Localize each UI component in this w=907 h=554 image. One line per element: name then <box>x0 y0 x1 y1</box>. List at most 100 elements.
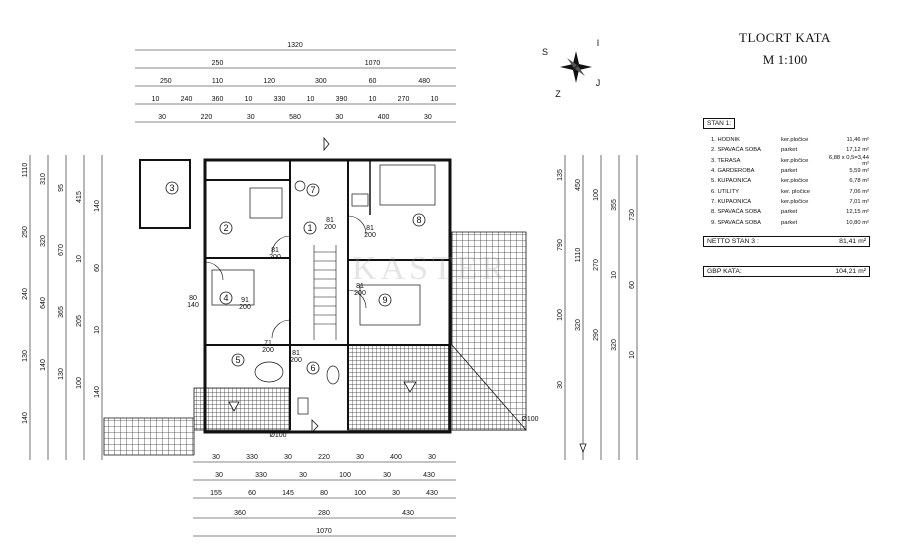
bottom-dimension-value: 430 <box>423 472 435 479</box>
left-dimension-value: 60 <box>94 264 101 272</box>
door-width: 81 <box>356 283 364 290</box>
bottom-dimension-value: 80 <box>320 490 328 497</box>
room-number: 9 <box>382 295 387 305</box>
top-dimension-value: 30 <box>424 114 432 121</box>
top-dimension-value: 360 <box>212 96 224 103</box>
left-dimension-value: 100 <box>76 377 83 389</box>
top-dimension-value: 110 <box>212 78 223 85</box>
right-dimension-value: 290 <box>593 329 600 341</box>
bottom-dimension-value: 430 <box>402 510 414 517</box>
room-number: 1 <box>307 223 312 233</box>
bottom-dimension-value: 30 <box>299 472 307 479</box>
right-dimension-value: 450 <box>575 179 582 191</box>
bottom-dimension-value: 30 <box>356 454 364 461</box>
left-dimension-value: 320 <box>40 235 47 247</box>
top-dimension-value: 30 <box>335 114 343 121</box>
room-area: 11,46 m² <box>846 137 869 144</box>
drain-markers <box>228 136 587 454</box>
room-number: 6 <box>310 363 315 373</box>
left-dimension-value: 415 <box>76 191 83 203</box>
room-floor: parket <box>781 147 798 154</box>
door-width: 81 <box>366 225 374 232</box>
left-dimension-value: 670 <box>58 244 65 256</box>
left-dimension-value: 130 <box>58 368 65 380</box>
door-height: 200 <box>290 357 302 364</box>
room-name: 5. KUPAONICA <box>711 178 752 185</box>
bottom-dimension-value: 100 <box>354 490 366 497</box>
bottom-dimension-value: 30 <box>392 490 400 497</box>
bottom-dimension-value: 330 <box>255 472 267 479</box>
left-dimension-value: 140 <box>94 386 101 398</box>
room-floor: ker.pločice <box>781 178 809 185</box>
top-dimension-value: 10 <box>369 96 377 103</box>
right-dimension-value: 60 <box>629 281 636 289</box>
door-height: 140 <box>187 302 199 309</box>
room-number: 2 <box>223 223 228 233</box>
bottom-dimension-value: 100 <box>339 472 351 479</box>
north-arrow-icon <box>560 51 592 83</box>
door-height: 200 <box>269 254 281 261</box>
stairs-outside <box>103 417 195 456</box>
door-width: 91 <box>241 297 249 304</box>
top-dimension-value: 390 <box>336 96 348 103</box>
room-number-circle <box>303 221 317 235</box>
top-dimension-value: 300 <box>315 78 327 85</box>
top-dimension-value: 1070 <box>365 60 381 67</box>
bottom-dimension-value: 60 <box>248 490 256 497</box>
gbp-value: 104,21 m² <box>835 268 866 275</box>
top-dimension-value: 220 <box>201 114 213 121</box>
room-number-circle <box>165 181 179 195</box>
bottom-dimension-value: 400 <box>390 454 402 461</box>
bottom-dimension-lines <box>193 461 456 537</box>
gbp-label: GBP KATA: <box>707 268 742 275</box>
room-floor: parket <box>781 219 798 226</box>
room-number-circle <box>412 213 426 227</box>
right-dimension-value: 10 <box>629 351 636 359</box>
bottom-dimension-value: 360 <box>234 510 246 517</box>
top-dimension-value: 10 <box>152 96 160 103</box>
room-area: 12,15 m² <box>846 209 869 216</box>
top-dimension-value: 240 <box>181 96 193 103</box>
room-area: 7,01 m² <box>849 198 869 205</box>
door-width: 81 <box>271 247 279 254</box>
left-dimension-value: 205 <box>76 315 83 327</box>
left-dimension-value: 10 <box>94 326 101 334</box>
top-dimension-value: 10 <box>307 96 315 103</box>
room-name: 2. SPAVAĆA SOBA <box>711 147 761 154</box>
netto-value: 81,41 m² <box>839 238 866 245</box>
top-dimension-lines <box>135 49 456 123</box>
room-floor: ker.pločice <box>781 157 809 164</box>
top-dimension-value: 480 <box>418 78 430 85</box>
door-height: 200 <box>354 290 366 297</box>
top-dimension-value: 250 <box>212 60 224 67</box>
left-dimension-value: 640 <box>40 297 47 309</box>
room-floor: ker.pločice <box>781 198 809 205</box>
left-dimension-value: 365 <box>58 306 65 318</box>
left-dimension-value: 240 <box>22 288 29 300</box>
plan-title: TLOCRT KATA <box>739 30 831 45</box>
left-dimension-values: 1110310954151402503206701060240640365205… <box>22 163 101 424</box>
terrace-bottom-left-hatch <box>193 387 291 431</box>
top-dimension-value: 60 <box>369 78 377 85</box>
right-dimension-value: 320 <box>575 319 582 331</box>
room-number-circle <box>306 183 320 197</box>
bottom-dimension-value: 220 <box>318 454 330 461</box>
top-dimension-value: 580 <box>289 114 301 121</box>
room-number-circle <box>231 353 245 367</box>
top-dimension-value: 10 <box>431 96 439 103</box>
right-dimension-value: 730 <box>629 209 636 221</box>
door-height: 200 <box>324 224 336 231</box>
walls <box>139 158 452 434</box>
right-dimension-value: 320 <box>611 339 618 351</box>
